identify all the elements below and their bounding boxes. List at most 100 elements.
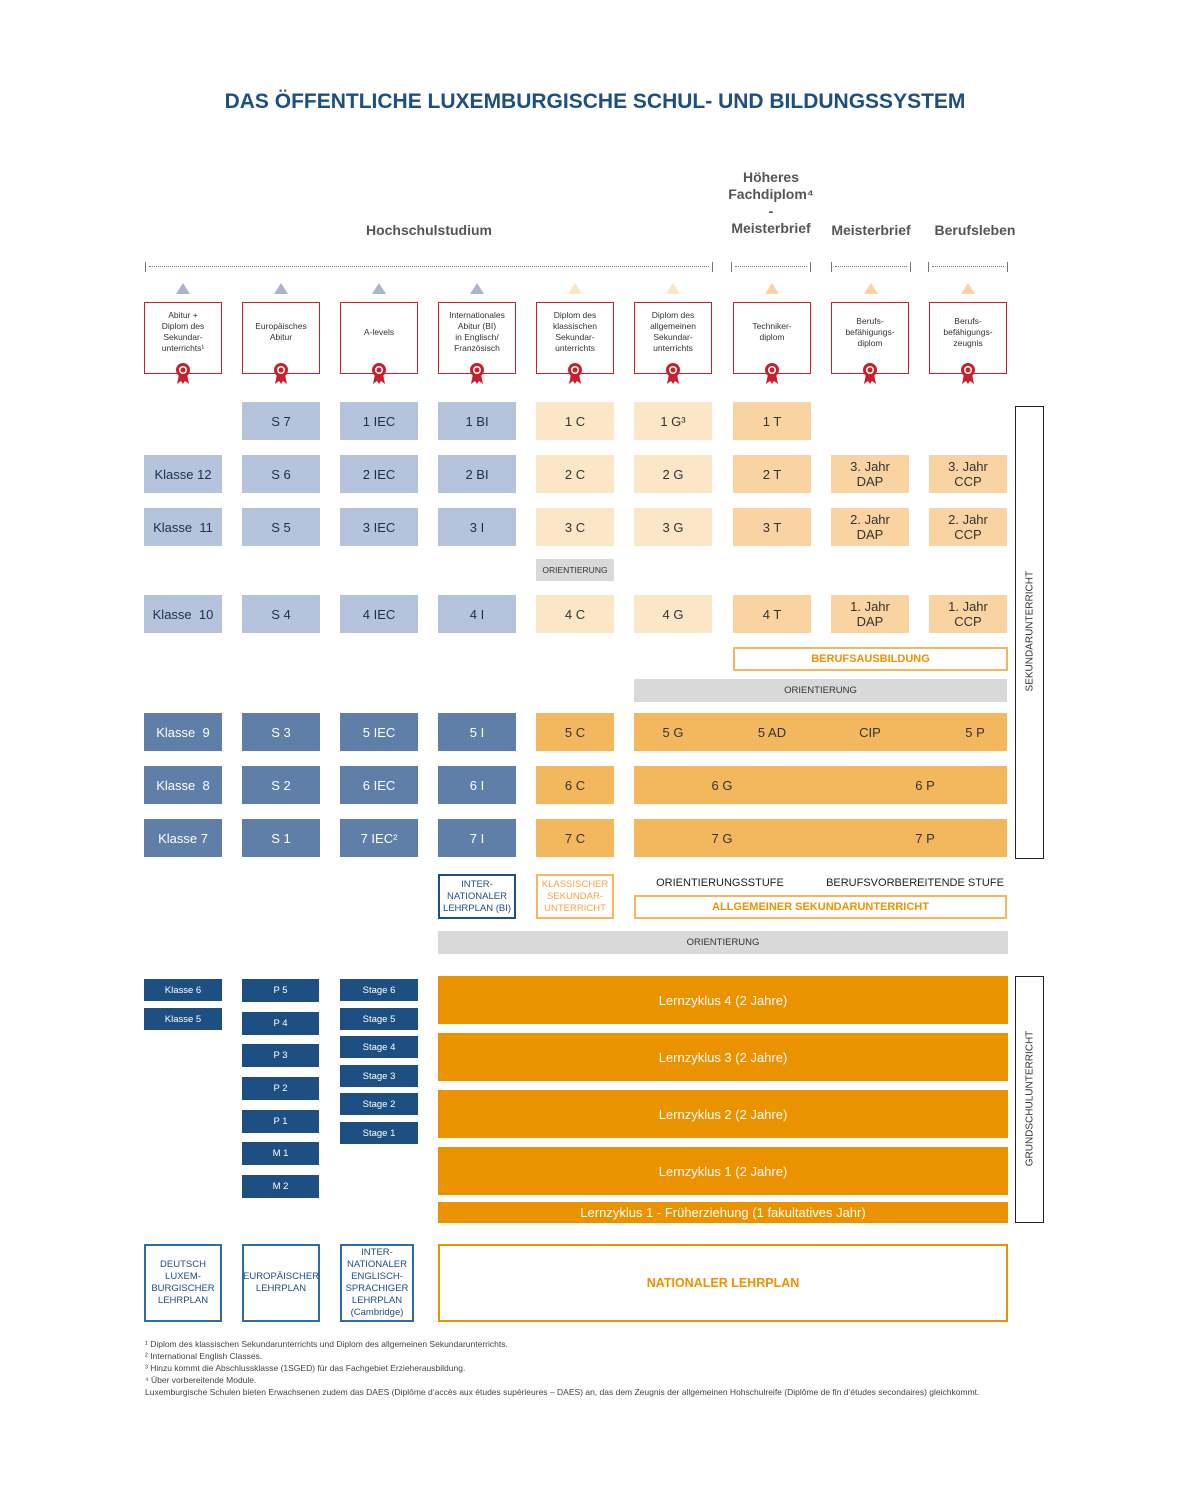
footnote-3: ³ Hinzu kommt die Abschlussklasse (1SGED… [145, 1363, 466, 1373]
seal-icon [666, 363, 680, 384]
arrow-up-icon [274, 283, 288, 294]
cell-5-ad: 5 AD [757, 724, 787, 740]
bracket-berufsleben [928, 262, 1008, 272]
diploma-techniker: Techniker- diplom [733, 302, 811, 384]
diploma-klassischer-sekundarunterricht: Diplom des klassischen Sekundar- unterri… [536, 302, 614, 384]
grundschulunterricht-label: GRUNDSCHULUNTERRICHT [1024, 1030, 1036, 1167]
band-5 [634, 713, 1007, 751]
cell-p3: P 3 [242, 1044, 319, 1067]
cell-2-t: 2 T [733, 455, 811, 493]
cell-1-c: 1 C [536, 402, 614, 440]
lernzyklus-4: Lernzyklus 4 (2 Jahre) [438, 976, 1008, 1024]
cell-7-p: 7 P [915, 830, 935, 846]
cell-p1: P 1 [242, 1110, 319, 1133]
cell-6-iec: 6 IEC [340, 766, 418, 804]
seal-icon [568, 363, 582, 384]
cell-3-i: 3 I [438, 508, 516, 546]
cell-3-t: 3 T [733, 508, 811, 546]
cell-1-g: 1 G³ [634, 402, 712, 440]
cell-s4: S 4 [242, 595, 320, 633]
berufsvorbereitende-stufe-label: BERUFSVORBEREITENDE STUFE [826, 877, 1004, 889]
cell-1-jahr-ccp: 1. Jahr CCP [929, 595, 1007, 633]
cell-2-g: 2 G [634, 455, 712, 493]
cell-4-i: 4 I [438, 595, 516, 633]
band-7 [634, 819, 1007, 857]
cell-s6: S 6 [242, 455, 320, 493]
cell-klasse-9: Klasse 9 [144, 713, 222, 751]
cell-cip: CIP [859, 724, 881, 740]
cell-5-i: 5 I [438, 713, 516, 751]
diploma-allgemeiner-sekundarunterricht: Diplom des allgemeinen Sekundar- unterri… [634, 302, 712, 384]
cell-1-bi: 1 BI [438, 402, 516, 440]
cell-5-c: 5 C [536, 713, 614, 751]
footnote-daes: Luxemburgische Schulen bieten Erwachsene… [145, 1387, 980, 1397]
cell-s1: S 1 [242, 819, 320, 857]
arrow-up-icon [666, 283, 680, 294]
cell-4-iec: 4 IEC [340, 595, 418, 633]
cell-m1: M 1 [242, 1142, 319, 1165]
cell-6-c: 6 C [536, 766, 614, 804]
arrow-up-icon [568, 283, 582, 294]
arrow-up-icon [864, 283, 878, 294]
bracket-hochschulstudium [145, 262, 713, 272]
cell-3-jahr-dap: 3. Jahr DAP [831, 455, 909, 493]
header-berufsleben: Berufsleben [934, 221, 1016, 238]
bracket-meisterbrief [831, 262, 911, 272]
arrow-up-icon [470, 283, 484, 294]
internationaler-lehrplan-bi: INTER- NATIONALER LEHRPLAN (BI) [438, 874, 516, 919]
cell-s3: S 3 [242, 713, 320, 751]
cell-klasse-7: Klasse 7 [144, 819, 222, 857]
cell-1-iec: 1 IEC [340, 402, 418, 440]
seal-icon [470, 363, 484, 384]
orientierungsstufe-label: ORIENTIERUNGSSTUFE [656, 877, 784, 889]
cell-1-t: 1 T [733, 402, 811, 440]
cell-s5: S 5 [242, 508, 320, 546]
cell-7-g: 7 G [711, 830, 733, 846]
cell-stage-3: Stage 3 [340, 1065, 418, 1087]
page-title: DAS ÖFFENTLICHE LUXEMBURGISCHE SCHUL- UN… [224, 90, 966, 113]
cell-s2: S 2 [242, 766, 320, 804]
header-hochschulstudium: Hochschulstudium [365, 221, 492, 238]
header-meisterbrief: Meisterbrief [831, 221, 911, 238]
arrow-up-icon [176, 283, 190, 294]
cell-5-g: 5 G [662, 724, 684, 740]
cell-m2: M 2 [242, 1175, 319, 1198]
band-6 [634, 766, 1007, 804]
cell-2-jahr-ccp: 2. Jahr CCP [929, 508, 1007, 546]
diploma-berufsbefaehigungsdiplom: Berufs- befähigungs- diplom [831, 302, 909, 384]
orientierung-allgemein: ORIENTIERUNG [634, 679, 1007, 702]
diploma-berufsbefaehigungszeugnis: Berufs- befähigungs- zeugnis [929, 302, 1007, 384]
grundschulunterricht-bracket [1015, 976, 1044, 1223]
cell-klasse-6: Klasse 6 [144, 979, 222, 1001]
deutsch-luxemburgischer-lehrplan: DEUTSCH LUXEM- BURGISCHER LEHRPLAN [144, 1244, 222, 1322]
cell-3-jahr-ccp: 3. Jahr CCP [929, 455, 1007, 493]
cell-klasse-5: Klasse 5 [144, 1008, 222, 1030]
lernzyklus-frueherziehung: Lernzyklus 1 - Früherziehung (1 fakultat… [438, 1202, 1008, 1223]
cell-7-c: 7 C [536, 819, 614, 857]
lernzyklus-3: Lernzyklus 3 (2 Jahre) [438, 1033, 1008, 1081]
orientierung-klassisch: ORIENTIERUNG [536, 559, 614, 581]
allgemeiner-sekundarunterricht-box: ALLGEMEINER SEKUNDARUNTERRICHT [634, 895, 1007, 919]
cell-1-jahr-dap: 1. Jahr DAP [831, 595, 909, 633]
seal-icon [961, 363, 975, 384]
cell-2-bi: 2 BI [438, 455, 516, 493]
cell-3-c: 3 C [536, 508, 614, 546]
cell-p5: P 5 [242, 979, 319, 1002]
cell-klasse-12: Klasse 12 [144, 455, 222, 493]
sekundarunterricht-bracket [1015, 406, 1044, 859]
arrow-up-icon [765, 283, 779, 294]
berufsausbildung-box: BERUFSAUSBILDUNG [733, 647, 1008, 671]
footnote-1: ¹ Diplom des klassischen Sekundarunterri… [145, 1339, 508, 1349]
cell-2-jahr-dap: 2. Jahr DAP [831, 508, 909, 546]
cell-2-iec: 2 IEC [340, 455, 418, 493]
cell-p4: P 4 [242, 1012, 319, 1035]
bracket-hoeheres [731, 262, 811, 272]
cell-stage-1: Stage 1 [340, 1122, 418, 1144]
cell-5-p: 5 P [965, 724, 985, 740]
cell-7-i: 7 I [438, 819, 516, 857]
cell-klasse-8: Klasse 8 [144, 766, 222, 804]
diploma-internationales-abitur: Internationales Abitur (BI) in Englisch/… [438, 302, 516, 384]
footnote-4: ⁴ Über vorbereitende Module. [145, 1375, 257, 1385]
internationaler-englischsprachiger-lehrplan: INTER- NATIONALER ENGLISCH- SPRACHIGER L… [340, 1244, 414, 1322]
diploma-europaeisches-abitur: Europäisches Abitur [242, 302, 320, 384]
